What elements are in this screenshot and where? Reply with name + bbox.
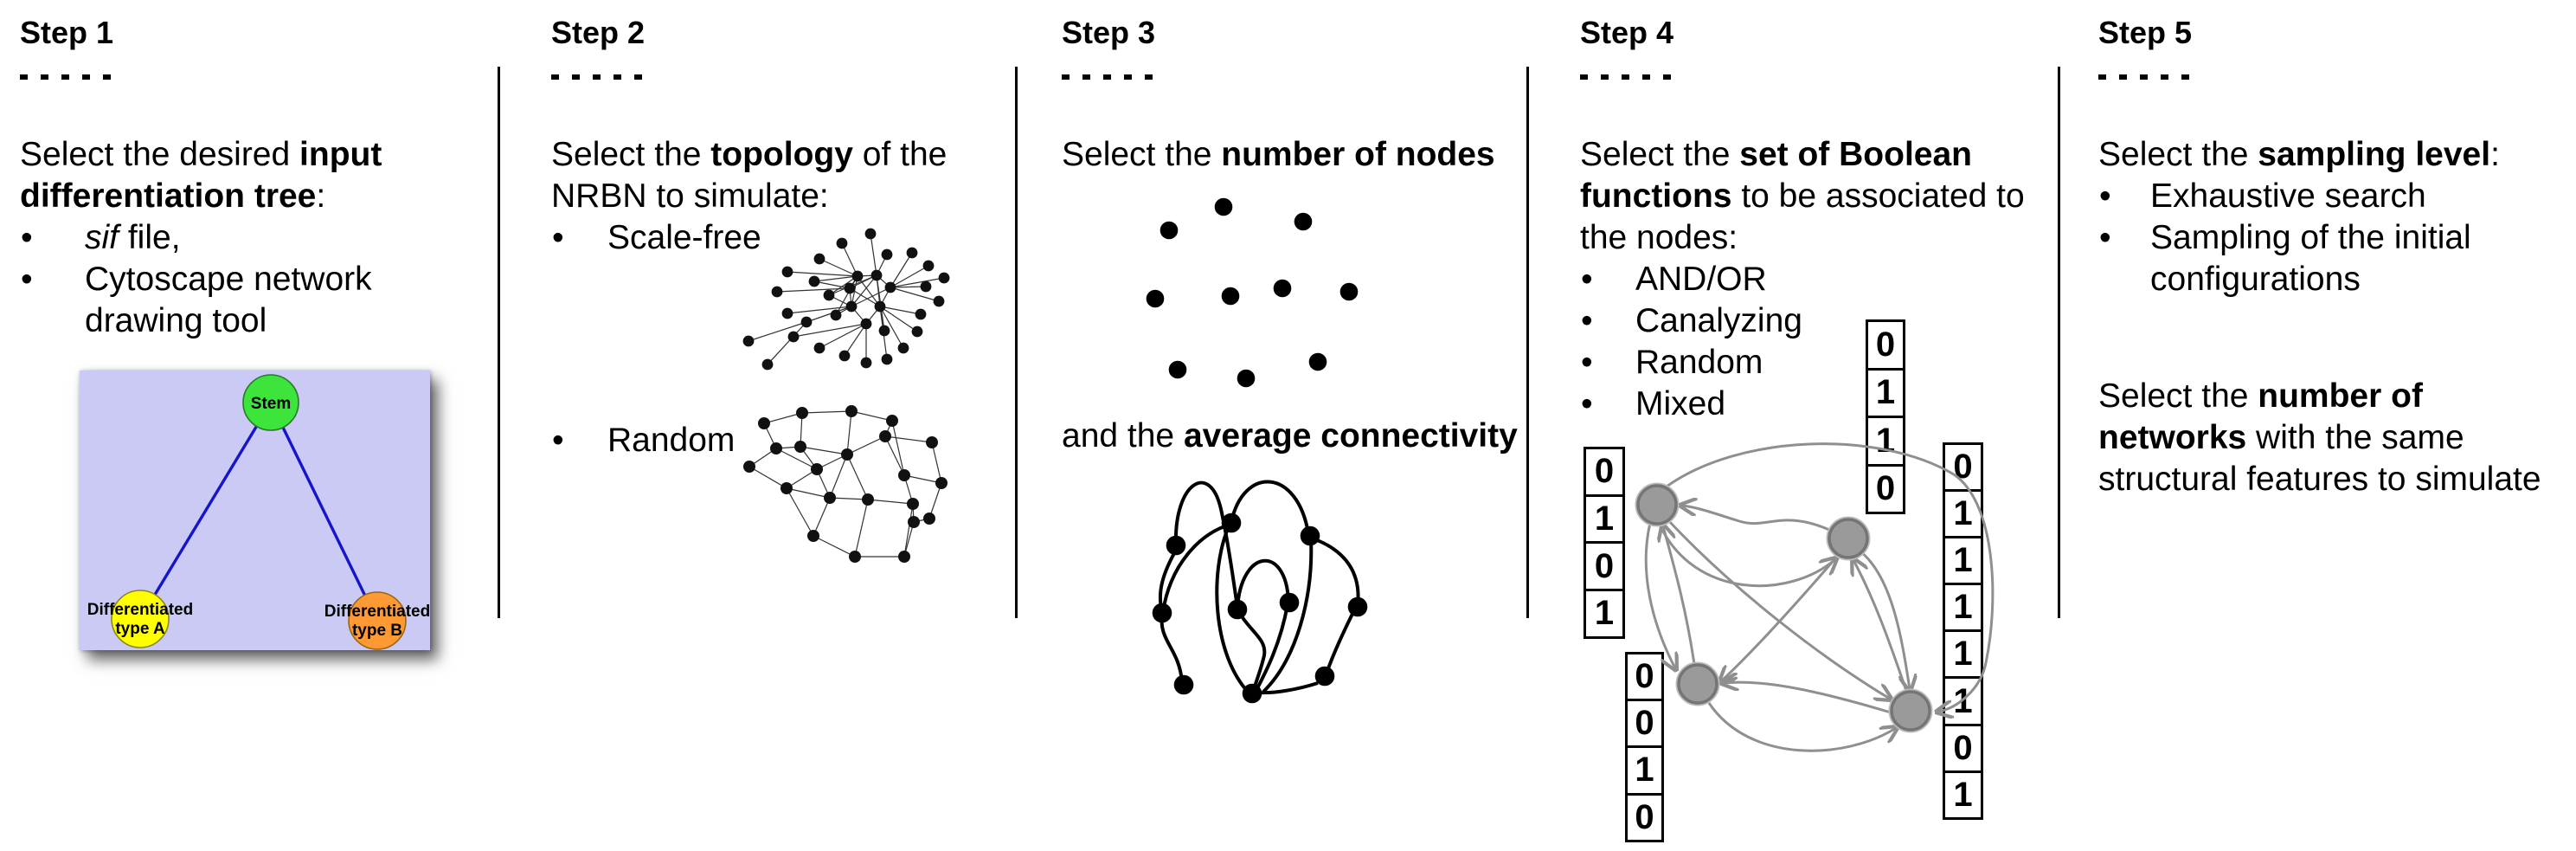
svg-text:Differentiated: Differentiated bbox=[324, 603, 430, 621]
svg-text:type B: type B bbox=[352, 622, 402, 640]
svg-text:Differentiated: Differentiated bbox=[87, 601, 193, 619]
svg-text:Stem: Stem bbox=[251, 395, 291, 413]
svg-text:type A: type A bbox=[115, 620, 165, 638]
